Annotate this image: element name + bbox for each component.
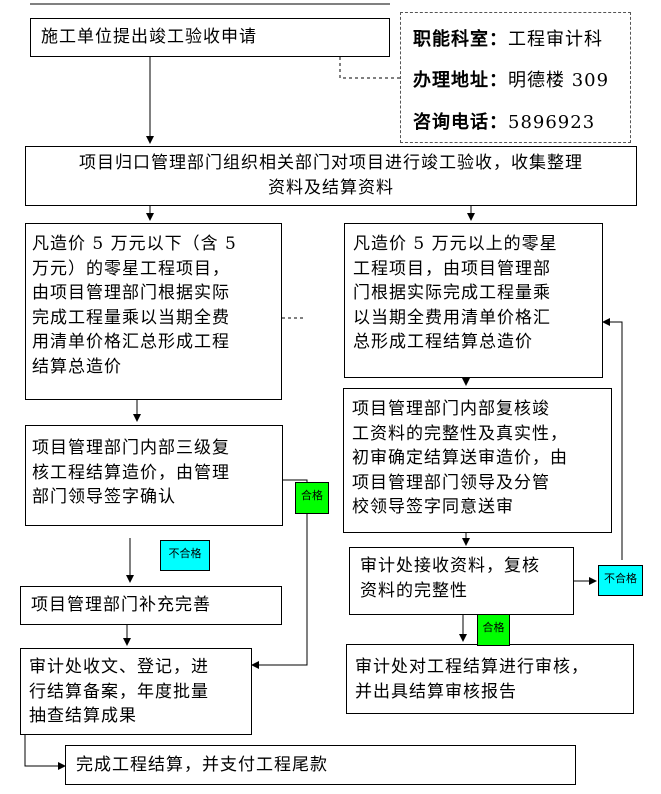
badge-qualified-2: 合格	[477, 614, 510, 646]
step-three-level-text: 项目管理部门内部三级复 核工程结算造价，由管理 部门领导签字确认	[32, 438, 230, 507]
step-receive: 审计处接收资料，复核 资料的完整性	[349, 547, 574, 615]
step-finish-text: 完成工程结算，并支付工程尾款	[76, 755, 328, 775]
step-three-level: 项目管理部门内部三级复 核工程结算造价，由管理 部门领导签字确认	[25, 425, 283, 526]
step-organize-text: 项目归口管理部门组织相关部门对项目进行竣工验收，收集整理 资料及结算资料	[79, 153, 583, 198]
dept-label: 职能科室：	[413, 29, 508, 50]
step-supplement-text: 项目管理部门补充完善	[31, 595, 211, 615]
step-receive-text: 审计处接收资料，复核 资料的完整性	[360, 556, 540, 601]
step-audit: 审计处对工程结算进行审核， 并出具结算审核报告	[346, 644, 634, 714]
dept-row: 职能科室：工程审计科	[413, 29, 603, 51]
step-internal-review: 项目管理部门内部复核竣 工资料的完整性及真实性， 初审确定结算送审造价，由 项目…	[343, 388, 612, 533]
step-under5: 凡造价 5 万元以下（含 5 万元）的零星工程项目， 由项目管理部门根据实际 完…	[25, 223, 282, 400]
step-record-text: 审计处收文、登记，进 行结算备案，年度批量 抽查结算成果	[29, 657, 209, 726]
contact-info-box: 职能科室：工程审计科 办理地址：明德楼 309 咨询电话：5896923	[400, 12, 631, 143]
badge-unqualified-2: 不合格	[598, 565, 643, 596]
step-apply-text: 施工单位提出竣工验收申请	[41, 27, 257, 47]
dept-value: 工程审计科	[508, 29, 603, 50]
phone-label: 咨询电话：	[413, 112, 508, 133]
address-value: 明德楼 309	[508, 70, 610, 91]
step-over5-text: 凡造价 5 万元以上的零星 工程项目，由项目管理部 门根据实际完成工程量乘 以当…	[353, 234, 558, 352]
address-row: 办理地址：明德楼 309	[413, 70, 609, 92]
phone-row: 咨询电话：5896923	[413, 112, 595, 134]
badge-unqualified-1: 不合格	[160, 540, 210, 571]
arrow-record-finish	[24, 735, 66, 770]
step-internal-review-text: 项目管理部门内部复核竣 工资料的完整性及真实性， 初审确定结算送审造价，由 项目…	[352, 399, 568, 517]
step-under5-text: 凡造价 5 万元以下（含 5 万元）的零星工程项目， 由项目管理部门根据实际 完…	[32, 234, 237, 377]
address-label: 办理地址：	[413, 70, 508, 91]
dashed-link-contact	[339, 57, 400, 79]
arrow-unqualified-over5	[602, 318, 623, 560]
badge-qualified-1: 合格	[295, 482, 329, 514]
arrow-three-record	[251, 479, 308, 669]
step-record: 审计处收文、登记，进 行结算备案，年度批量 抽查结算成果	[20, 648, 252, 735]
step-audit-text: 审计处对工程结算进行审核， 并出具结算审核报告	[355, 657, 589, 702]
step-apply: 施工单位提出竣工验收申请	[30, 18, 390, 57]
step-organize: 项目归口管理部门组织相关部门对项目进行竣工验收，收集整理 资料及结算资料	[25, 146, 637, 206]
step-supplement: 项目管理部门补充完善	[20, 586, 282, 625]
phone-value: 5896923	[508, 112, 596, 133]
step-finish: 完成工程结算，并支付工程尾款	[65, 745, 576, 785]
step-over5: 凡造价 5 万元以上的零星 工程项目，由项目管理部 门根据实际完成工程量乘 以当…	[344, 223, 603, 378]
